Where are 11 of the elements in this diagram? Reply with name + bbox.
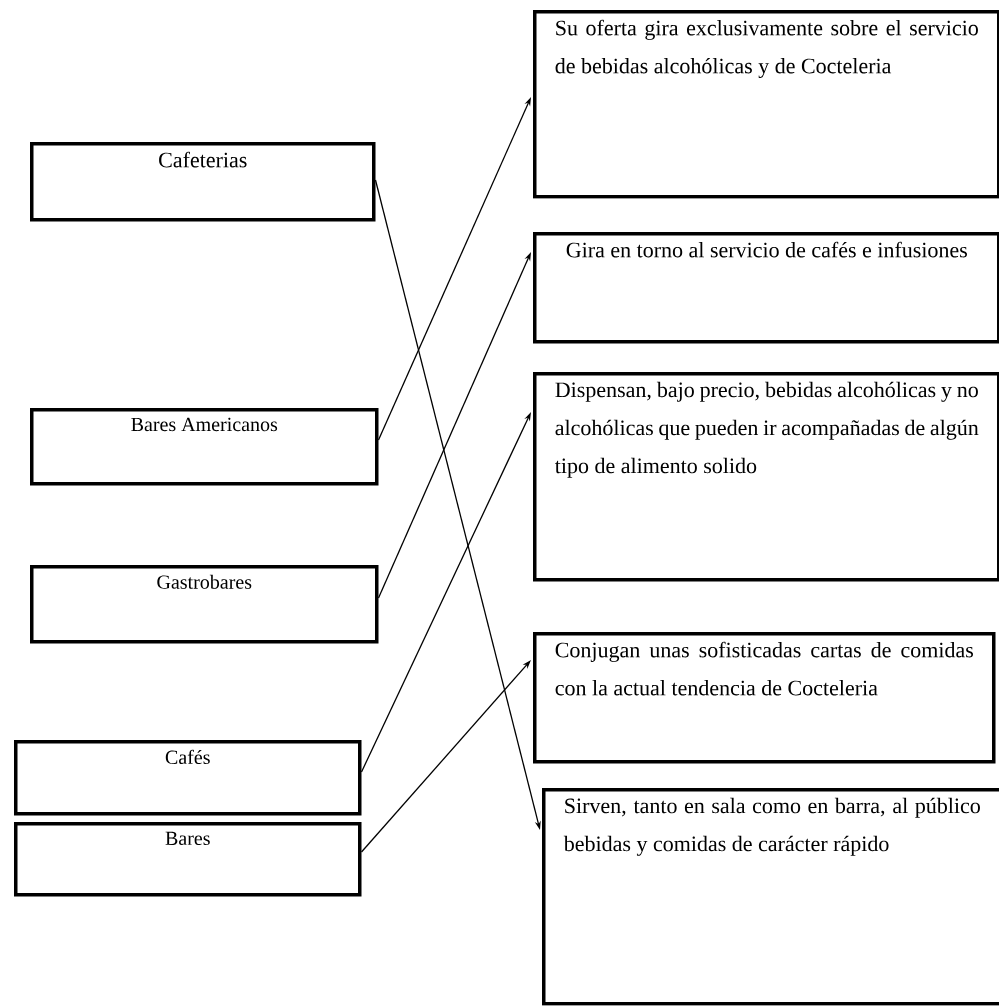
text-box: Cafeterias	[30, 142, 376, 222]
text-box: Dispensan, bajo precio, bebidas alcohólicas y no alcohólicas que pueden ir acompañadas de algún tipo de alimento solido	[533, 372, 999, 582]
arrow	[360, 660, 531, 853]
text-box: Bares	[14, 822, 362, 897]
text-box: Conjugan unas sofisticadas cartas de comidas con la actual tendencia de Cocteleria	[533, 632, 996, 764]
text-box: Gira en torno al servicio de cafés e infusiones	[533, 232, 999, 344]
text-box: Cafés	[14, 740, 362, 816]
text-box: Sirven, tanto en sala como en barra, al público bebidas y comidas de carácter rápido	[542, 788, 999, 1006]
text-box: Bares Americanos	[30, 408, 379, 486]
text-box: Su oferta gira exclusivamente sobre el servicio de bebidas alcohólicas y de Cocteleria	[533, 10, 999, 199]
text-box: Gastrobares	[30, 565, 379, 644]
